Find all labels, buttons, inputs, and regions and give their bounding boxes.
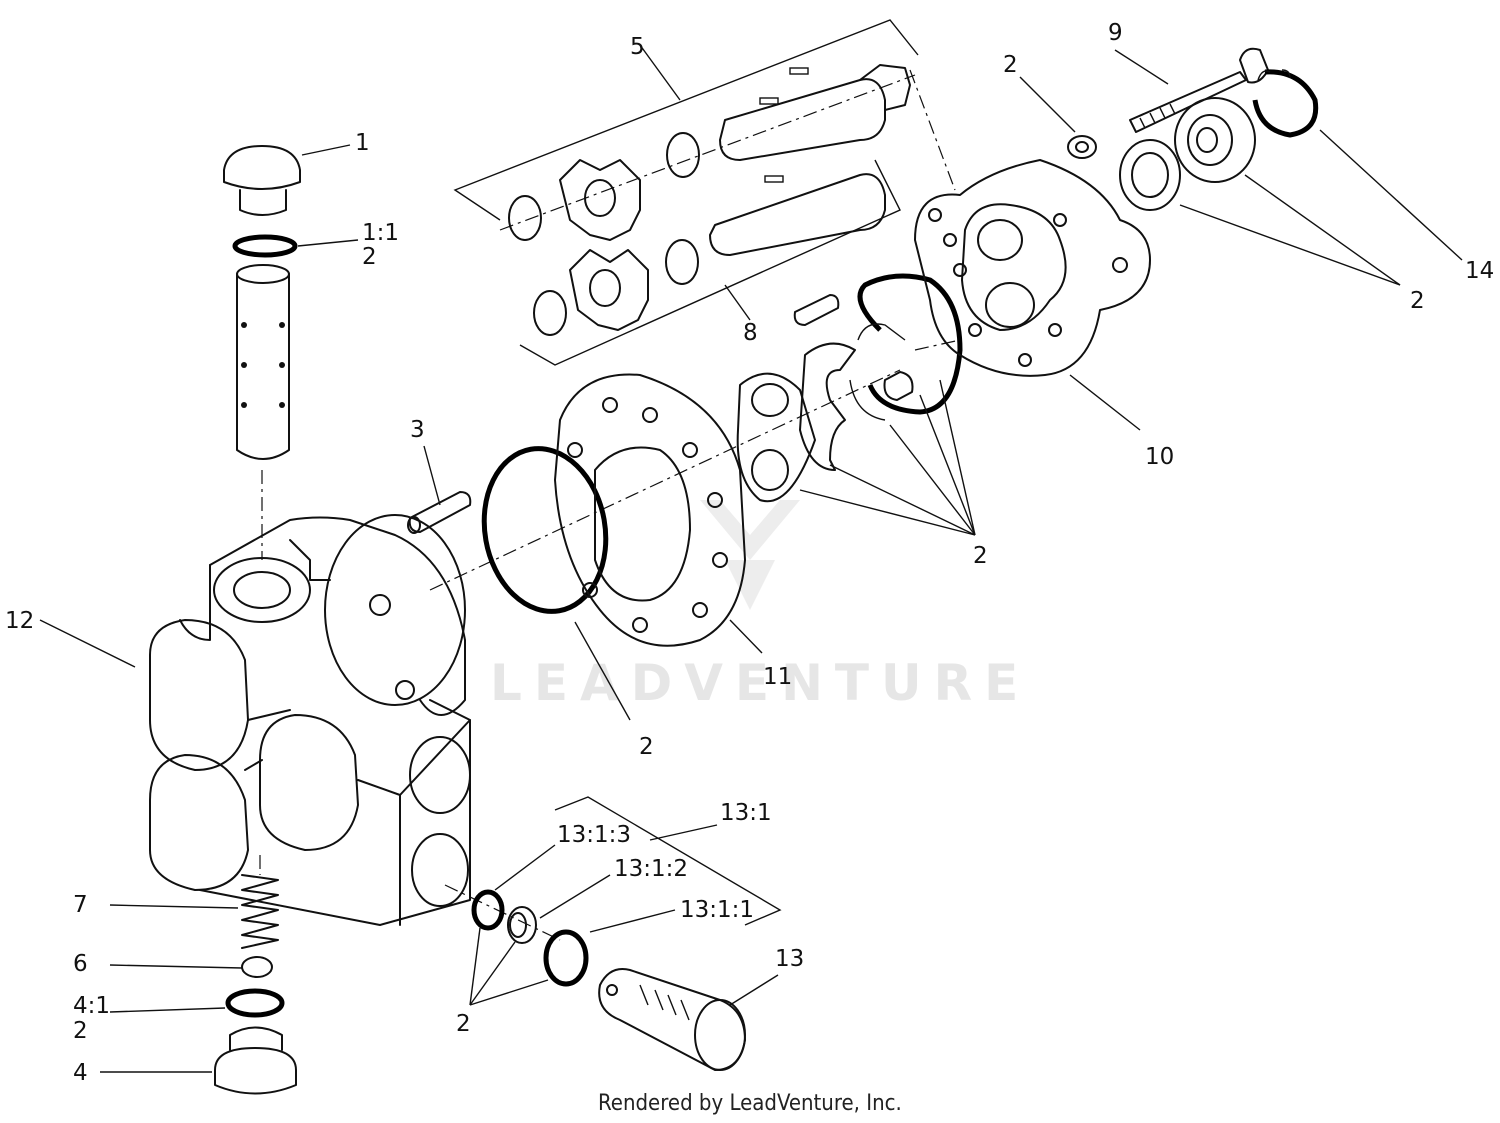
part-2-bearing	[1174, 97, 1256, 183]
part-11-gear-housing	[554, 373, 746, 647]
part-3-dowel-pin	[407, 491, 472, 534]
part-2-retaining-rings	[793, 273, 963, 421]
callout-2: 2	[1003, 52, 1018, 78]
part-2-shaft-seal	[1119, 139, 1181, 211]
callout-leader-lines	[39, 49, 1463, 1073]
part-10-end-cover	[914, 159, 1151, 377]
callout-13-1-1: 13:1:1	[680, 897, 754, 923]
callout-12: 12	[5, 608, 34, 634]
kit-brackets	[453, 19, 919, 366]
callout-13-1: 13:1	[720, 800, 772, 826]
callout-2: 2	[456, 1011, 471, 1037]
part-7-spring	[241, 855, 279, 949]
callout-13-1-2: 13:1:2	[614, 856, 688, 882]
watermark-text: LEADVENTURE	[490, 654, 1030, 712]
callout-10: 10	[1145, 444, 1174, 470]
perforated-sleeve	[236, 264, 290, 460]
callout-2: 2	[73, 1018, 88, 1044]
callout-8: 8	[743, 320, 758, 346]
callout-11: 11	[763, 664, 792, 690]
callout-1-1: 1:1	[362, 220, 399, 246]
snap-ring-ends	[1257, 69, 1291, 81]
callout-6: 6	[73, 951, 88, 977]
part-6-ball	[241, 956, 273, 978]
callout-13: 13	[775, 946, 804, 972]
kit-bracket-13-1	[554, 796, 782, 926]
callout-2: 2	[639, 734, 654, 760]
part-12-pump-body	[149, 514, 471, 926]
callout-2: 2	[973, 543, 988, 569]
part-2-wear-plate-seal	[736, 342, 856, 503]
callout-2: 2	[362, 244, 377, 270]
callout-14: 14	[1465, 258, 1494, 284]
part-2-oring-bottom	[225, 988, 285, 1018]
callout-5: 5	[630, 34, 645, 60]
leadventure-watermark: LEADVENTURE	[490, 500, 1030, 712]
part-2-oring-large	[481, 446, 609, 614]
assembly-axis-lines	[261, 69, 961, 941]
callout-4-1: 4:1	[73, 993, 110, 1019]
callout-9: 9	[1108, 20, 1123, 46]
part-2-oring-valve-large	[543, 929, 589, 987]
callout-2: 2	[1410, 288, 1425, 314]
render-credit: Rendered by LeadVenture, Inc.	[598, 1091, 902, 1116]
part-5-drive-gear-kit	[508, 64, 911, 241]
part-4-plug	[214, 1026, 297, 1095]
callout-labels: 1 1:1 2 3 5 8 2 9 14 2 10 2 12 11 2 13:1…	[5, 20, 1494, 1086]
callout-1: 1	[355, 130, 370, 156]
callout-4: 4	[73, 1060, 88, 1086]
callout-7: 7	[73, 892, 88, 918]
part-13-1-2-backup-ring	[507, 906, 537, 944]
callout-3: 3	[410, 417, 425, 443]
part-13-relief-valve	[598, 968, 746, 1071]
callout-13-1-3: 13:1:3	[557, 822, 631, 848]
part-14-snap-ring	[1252, 69, 1319, 138]
part-9-bolt	[1129, 47, 1269, 133]
part-2-oring-top	[232, 234, 298, 258]
part-2-washer-small	[1067, 135, 1097, 159]
part-8-idler-gear-kit	[533, 173, 886, 336]
part-2-oring-valve-small	[471, 889, 505, 931]
part-1-plug	[223, 145, 301, 216]
